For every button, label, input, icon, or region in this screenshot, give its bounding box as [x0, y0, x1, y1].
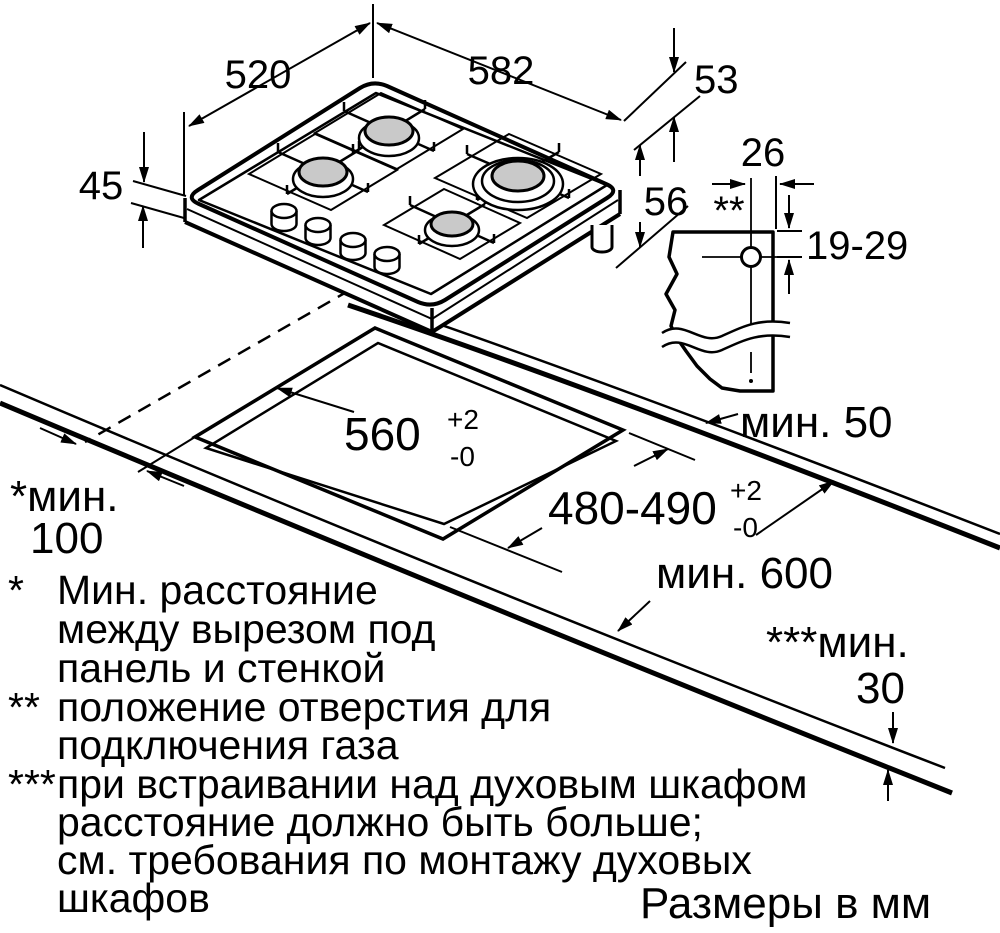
hob-tray-face: [185, 190, 620, 332]
burner-cap-right-wok: [490, 159, 546, 193]
footnote-3-line: шкафов: [57, 875, 210, 921]
burner-cap-left: [297, 156, 349, 188]
hob-inner-rim: [197, 91, 609, 296]
dim-label-56: 56: [644, 180, 689, 224]
cutout-outer-edge: [191, 326, 627, 541]
knob-icon: [270, 202, 298, 220]
footnote-2-line: положение отверстия для: [57, 684, 551, 730]
break-wave: [661, 320, 791, 340]
label-min-50: мин. 50: [740, 398, 893, 447]
extension-line: [633, 95, 701, 151]
dim-label-53: 53: [694, 58, 739, 102]
label-min-oven: ***мин.: [766, 618, 909, 667]
knob-icon: [339, 231, 367, 249]
cutout-inner-edge: [203, 341, 620, 526]
extension-line: [628, 432, 696, 461]
dim-min-100: [39, 427, 196, 487]
dim-45: [130, 132, 187, 248]
label-min-600: мин. 600: [656, 549, 833, 598]
footnote-2-marker: **: [8, 684, 40, 730]
label-min-wall: *мин.: [10, 472, 118, 521]
knob-icon: [304, 216, 332, 234]
wall-dashed-line: [84, 288, 351, 444]
dim-582: [376, 22, 622, 121]
units-note: Размеры в мм: [640, 879, 931, 928]
cabinet-side-panel-section: [664, 230, 775, 393]
burner-cap-back: [363, 115, 415, 147]
extension-line: [449, 526, 563, 573]
gas-connection-detail: [661, 176, 814, 393]
extension-line: [615, 205, 689, 269]
tolerance-minus: -0: [450, 441, 475, 472]
tolerance-plus: +2: [447, 404, 479, 435]
dim-520: [183, 4, 374, 196]
worktop-cutout: [191, 326, 627, 541]
burner-cap-front: [429, 210, 475, 238]
dim-label-480-490: 480-490: [548, 482, 717, 534]
extension-line: [623, 61, 687, 122]
dim-19-29: [777, 195, 802, 294]
label-min-wall-value: 100: [30, 514, 103, 563]
footnote-3-line: при встраивании над духовым шкафом: [57, 761, 807, 807]
dim-53-56: [615, 28, 701, 269]
dim-min-30: [883, 712, 898, 801]
footnote-3-line: см. требования по монтажу духовых: [57, 837, 752, 883]
gas-hole: [740, 246, 762, 268]
dim-label-520: 520: [225, 53, 292, 97]
extension-line: [132, 180, 187, 197]
hob-foot: [590, 225, 614, 254]
dim-cutout-width-560: [276, 387, 355, 413]
hob-rim-lower-line: [186, 199, 619, 321]
extension-line: [130, 202, 185, 219]
dim-26: [712, 176, 814, 229]
break-band: [662, 321, 790, 353]
knob-icon: [373, 245, 401, 263]
footnotes: * Мин. расстояние между вырезом под пане…: [8, 567, 931, 928]
dim-min-600: [617, 480, 835, 632]
footnote-3-line: расстояние должно быть больше;: [57, 799, 703, 845]
dimension-labels: 520 582 53 45 56 26 ** 19-29 560 +2 -0 4…: [10, 49, 909, 713]
extension-line: [137, 436, 196, 473]
dim-label-582: 582: [468, 49, 535, 93]
dim-label-26: 26: [741, 131, 786, 175]
worktop-front-top-edge: [0, 383, 946, 770]
footnote-1-line: между вырезом под: [57, 606, 436, 652]
gas-hob: [183, 81, 622, 335]
dim-label-560: 560: [344, 408, 421, 460]
footnote-3-marker: ***: [8, 761, 56, 807]
dim-label-19-29: 19-29: [806, 224, 908, 268]
worktop-front-bottom-edge: [0, 400, 953, 796]
footnote-1-marker: *: [8, 567, 24, 613]
burners: [291, 115, 565, 248]
break-wave: [661, 334, 791, 354]
footnote-2-line: подключения газа: [57, 722, 399, 768]
tolerance-plus: +2: [730, 475, 762, 506]
dim-min-50: [705, 413, 739, 424]
control-knobs: [270, 202, 401, 276]
footnote-1-line: панель и стенкой: [57, 645, 385, 691]
dim-cutout-depth-480-490: [449, 432, 696, 573]
dim-label-45: 45: [79, 164, 124, 208]
gas-hole-marker: **: [713, 189, 744, 233]
tolerance-minus: -0: [733, 512, 758, 543]
worktop-back-bottom-edge: [347, 302, 1000, 551]
label-min-oven-value: 30: [856, 664, 905, 713]
footnote-1-line: Мин. расстояние: [57, 567, 378, 613]
